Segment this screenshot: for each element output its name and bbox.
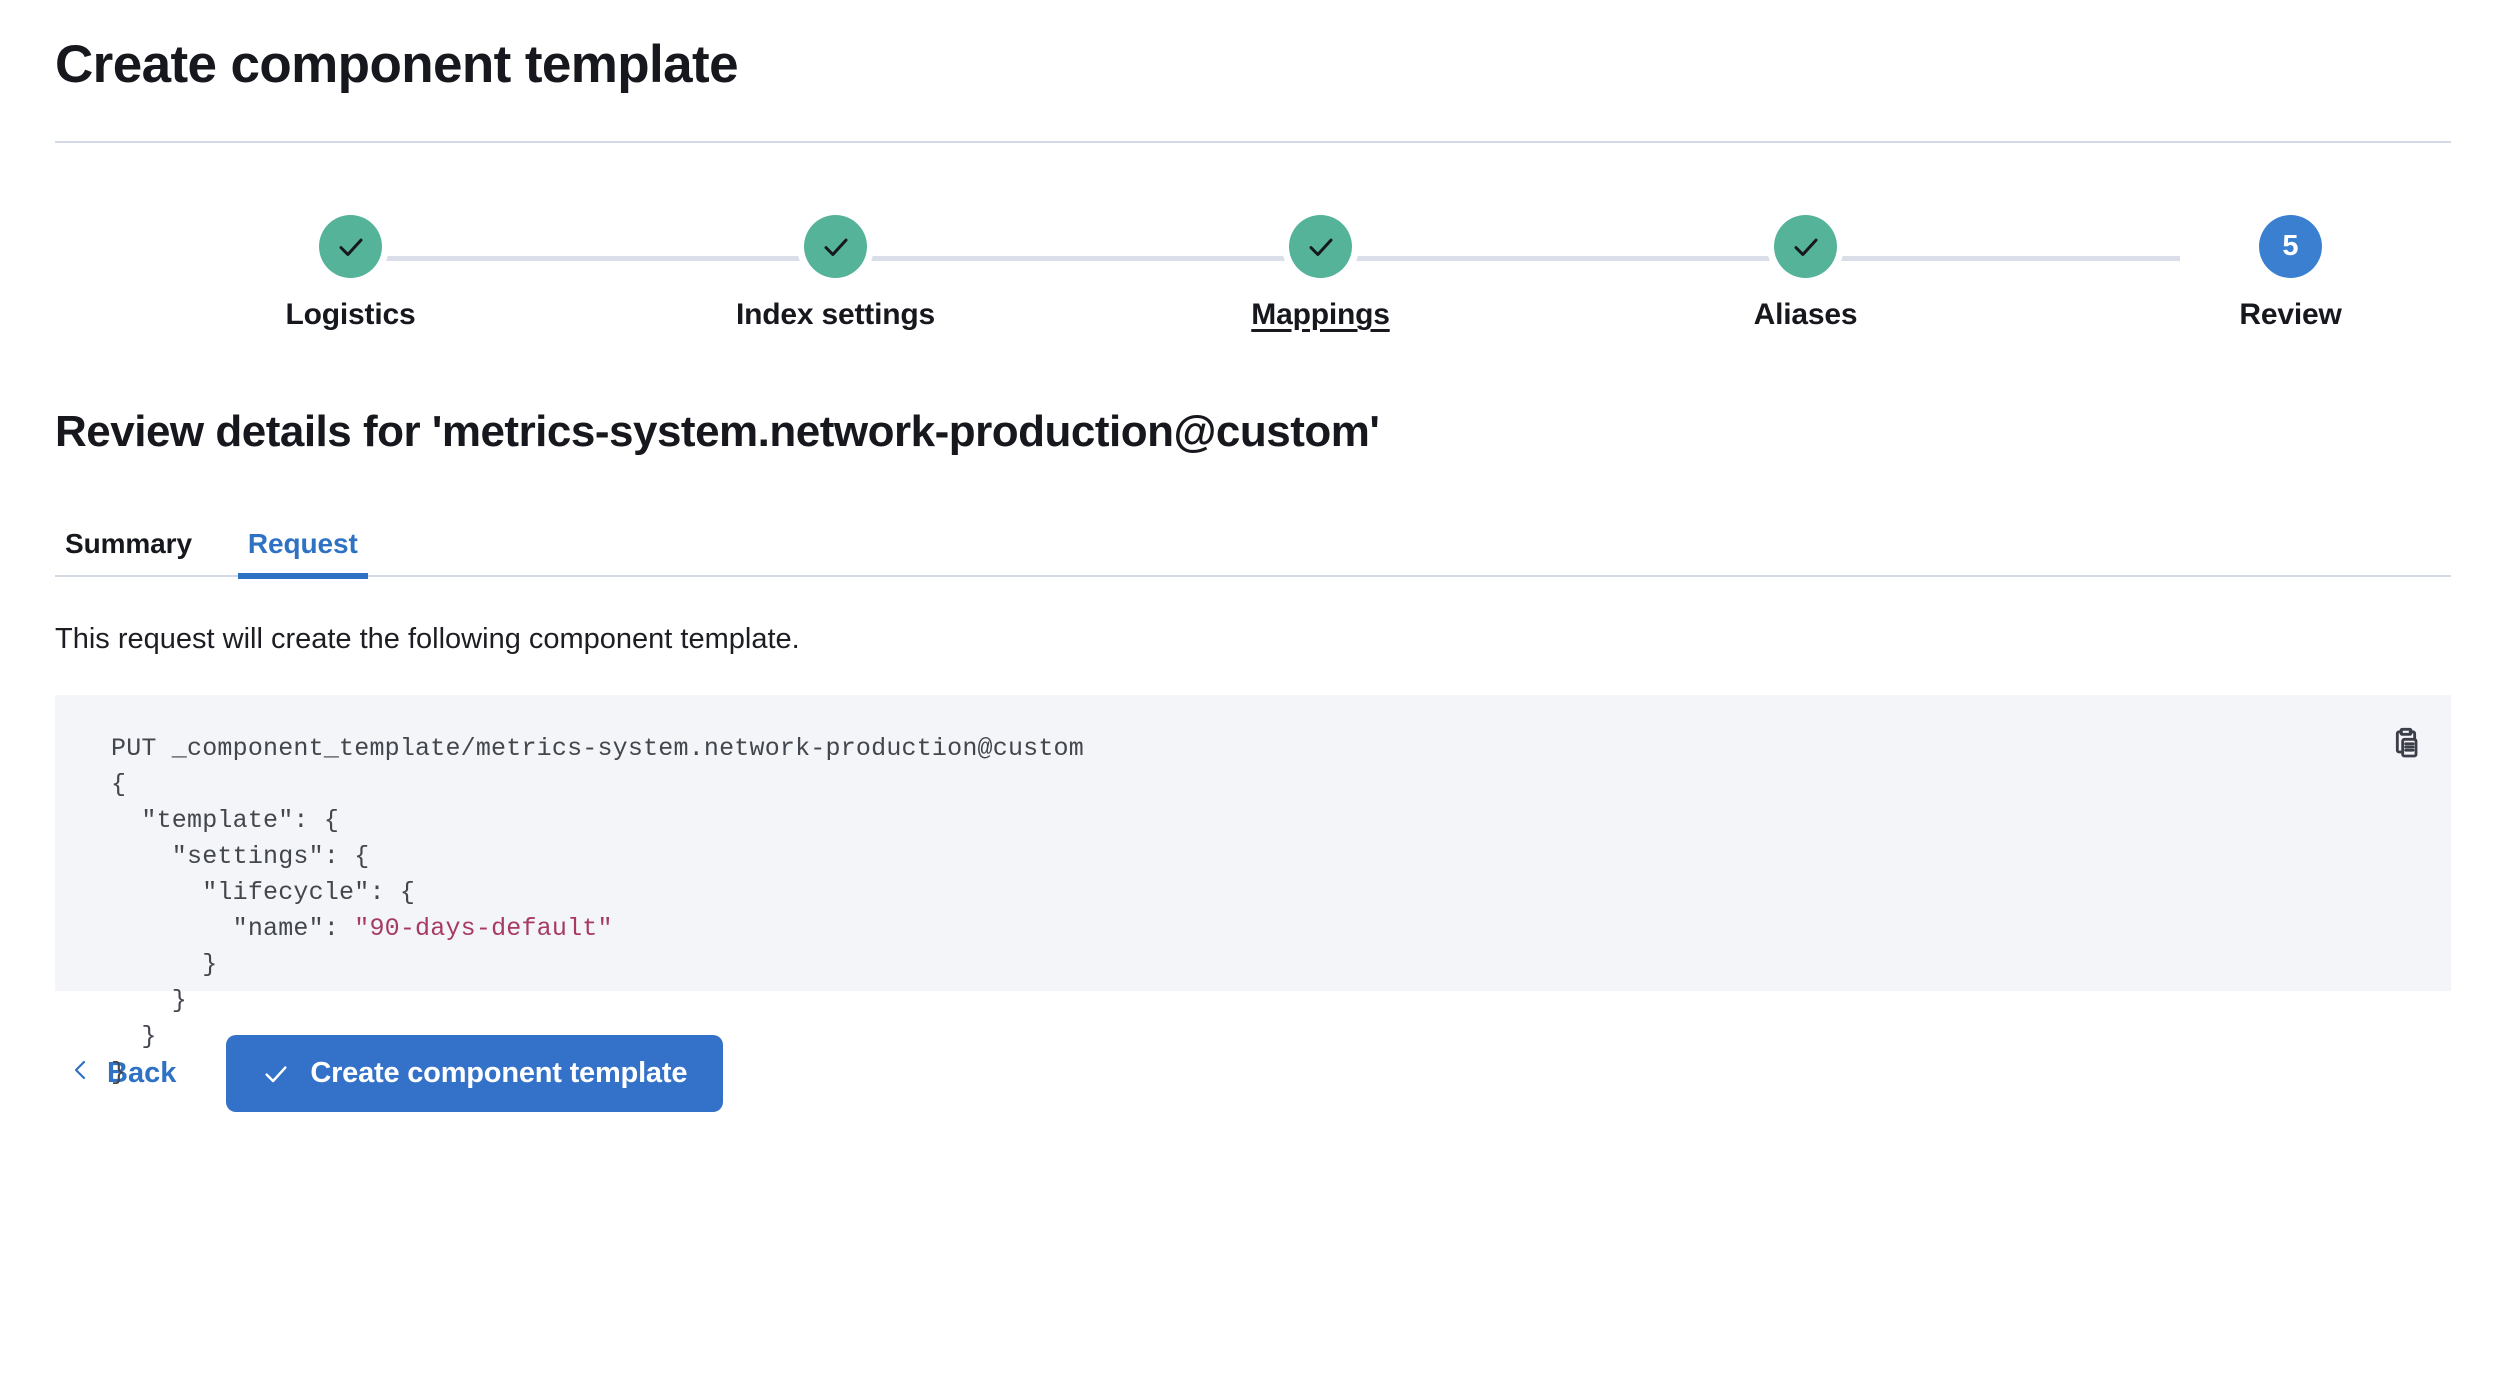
code-line-4: "lifecycle": { [111,878,416,908]
code-line-3: "settings": { [111,842,370,872]
step-number-review: 5 [2282,230,2299,263]
step-status-circle-review: 5 [2259,215,2322,279]
code-string-value: "90-days-default" [354,914,613,944]
request-description: This request will create the following c… [55,622,800,655]
code-line-7: } [111,986,188,1016]
code-line-1: { [111,770,127,800]
step-status-circle-logistics [319,215,382,279]
code-line-9: } [111,1058,127,1088]
copy-clipboard-icon [2386,726,2426,766]
tab-request[interactable]: Request [237,528,368,579]
stepper-step-logistics[interactable]: Logistics [108,215,593,332]
tab-summary[interactable]: Summary [55,528,202,577]
stepper-step-label-aliases: Aliases [1753,298,1858,332]
copy-clipboard-button[interactable] [2383,723,2429,769]
page-title: Create component template [55,35,739,94]
check-icon [262,1060,290,1088]
stepper-step-label-index-settings: Index settings [736,298,935,332]
review-heading: Review details for 'metrics-system.netwo… [55,407,1380,457]
request-code-panel: PUT _component_template/metrics-system.n… [55,695,2451,1087]
wizard-stepper: Logistics Index settings Mappings [55,215,2451,365]
check-icon [336,232,366,262]
create-component-template-button-label: Create component template [310,1057,688,1090]
code-line-8: } [111,1022,157,1052]
code-line-2: "template": { [111,806,340,836]
step-status-circle-aliases [1774,215,1837,279]
stepper-step-label-review: Review [2239,298,2342,332]
create-component-template-button[interactable]: Create component template [226,1035,724,1113]
code-line-6: } [111,950,218,980]
title-divider [55,141,2451,144]
code-method-line: PUT _component_template/metrics-system.n… [111,734,1084,764]
stepper-step-aliases[interactable]: Aliases [1563,215,2048,332]
back-button[interactable]: Back [55,1045,190,1102]
review-tabs: Summary Request [55,505,2451,579]
back-button-label: Back [107,1057,177,1090]
code-line-5: "name": [111,914,355,944]
stepper-step-review[interactable]: 5 Review [2048,215,2506,332]
wizard-footer: Back Create component template [55,991,2451,1113]
step-status-circle-mappings [1289,215,1352,279]
stepper-track [350,256,2180,262]
chevron-left-icon [69,1057,93,1090]
step-status-circle-index-settings [804,215,867,279]
check-icon [1791,232,1821,262]
stepper-step-index-settings[interactable]: Index settings [593,215,1078,332]
stepper-steps: Logistics Index settings Mappings [55,215,2451,332]
stepper-step-label-logistics: Logistics [285,298,416,332]
stepper-step-label-mappings[interactable]: Mappings [1251,298,1390,332]
check-icon [821,232,851,262]
stepper-step-mappings[interactable]: Mappings [1078,215,1563,332]
request-code-block: PUT _component_template/metrics-system.n… [111,731,2395,1091]
check-icon [1306,232,1336,262]
